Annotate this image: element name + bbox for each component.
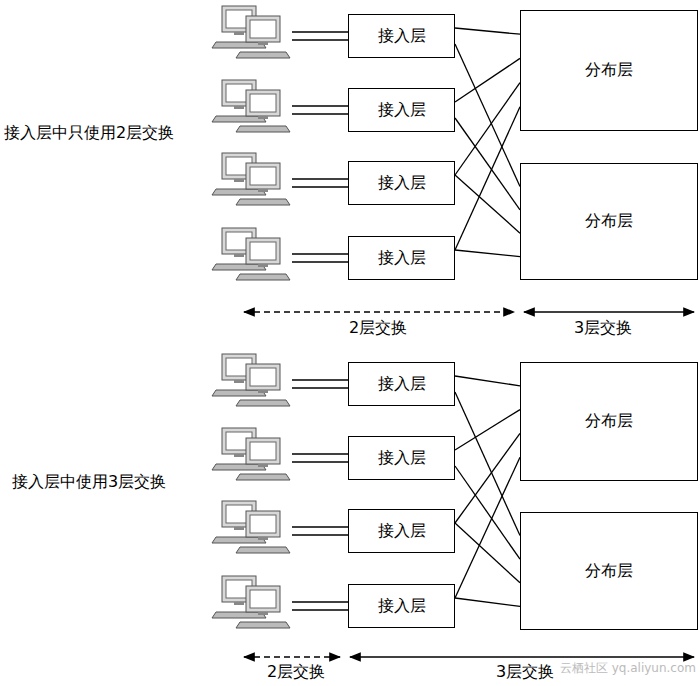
access-layer-box: 接入层 xyxy=(348,236,455,280)
watermark: 云栖社区 yq.aliyun.com xyxy=(558,660,698,677)
box-label: 接入层 xyxy=(374,521,430,542)
section-caption: 接入层中使用3层交换 xyxy=(10,472,168,493)
distribution-layer-box: 分布层 xyxy=(520,10,698,131)
box-label: 接入层 xyxy=(374,374,430,395)
uplink-line xyxy=(455,175,520,233)
distribution-layer-box: 分布层 xyxy=(520,362,698,481)
box-label: 接入层 xyxy=(374,448,430,469)
uplink-line xyxy=(455,107,520,250)
box-label: 接入层 xyxy=(374,596,430,617)
uplink-line xyxy=(455,523,520,583)
range-arrow xyxy=(524,311,694,313)
box-label: 接入层 xyxy=(374,173,430,194)
distribution-layer-box: 分布层 xyxy=(520,163,698,280)
uplink-line xyxy=(455,44,520,186)
range-label: 3层交换 xyxy=(572,318,634,339)
access-layer-box: 接入层 xyxy=(348,14,455,58)
range-label: 3层交换 xyxy=(494,662,556,683)
section-caption: 接入层中只使用2层交换 xyxy=(2,123,176,144)
distribution-layer-box: 分布层 xyxy=(520,512,698,630)
range-arrow xyxy=(350,656,694,658)
box-label: 接入层 xyxy=(374,26,430,47)
uplink-line xyxy=(455,466,520,559)
uplink-line xyxy=(455,598,520,606)
computer-icons xyxy=(212,6,348,628)
access-layer-box: 接入层 xyxy=(348,584,455,628)
access-layer-box: 接入层 xyxy=(348,436,455,480)
access-layer-box: 接入层 xyxy=(348,161,455,205)
box-label: 接入层 xyxy=(374,248,430,269)
uplink-line xyxy=(455,376,520,386)
box-label: 分布层 xyxy=(581,561,637,582)
access-layer-box: 接入层 xyxy=(348,509,455,553)
uplink-line xyxy=(455,457,520,598)
uplink-line xyxy=(455,118,520,210)
box-label: 分布层 xyxy=(581,60,637,81)
access-layer-box: 接入层 xyxy=(348,362,455,406)
box-label: 接入层 xyxy=(374,100,430,121)
dashed-range-arrow xyxy=(244,656,340,658)
uplink-line xyxy=(455,28,520,34)
range-label: 2层交换 xyxy=(347,318,409,339)
uplink-line xyxy=(455,410,520,450)
uplink-line xyxy=(455,392,520,536)
box-label: 分布层 xyxy=(581,211,637,232)
box-label: 分布层 xyxy=(581,411,637,432)
uplink-line xyxy=(455,250,520,257)
access-layer-box: 接入层 xyxy=(348,88,455,132)
dashed-range-arrow xyxy=(244,311,514,313)
range-label: 2层交换 xyxy=(265,662,327,683)
